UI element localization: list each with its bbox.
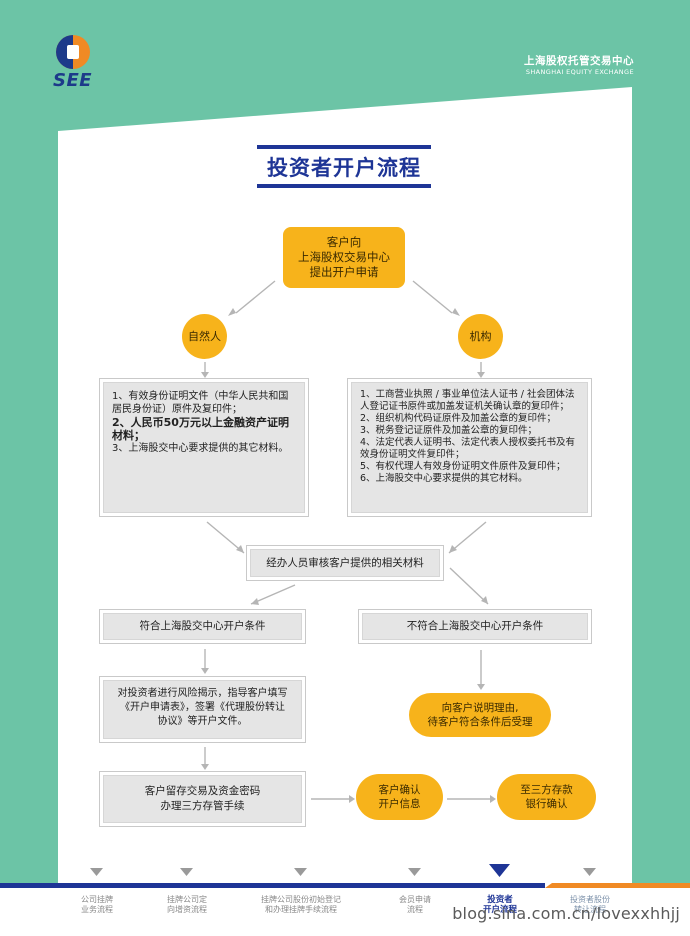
confirm-line: 客户确认: [378, 784, 421, 796]
org-doc-item: 3、税务登记证原件及加盖公章的复印件；: [360, 425, 538, 436]
person-documents-box: 1、有效身份证明文件（中华人民共和国居民身份证）原件及复印件； 2、人民币50万…: [99, 378, 309, 517]
nav-investor-account[interactable]: 投资者 开户流程: [455, 895, 545, 915]
nav-member-application[interactable]: 会员申请 流程: [370, 895, 460, 915]
password-line: 办理三方存管手续: [160, 800, 245, 812]
confirm-account-node: 客户确认 开户信息: [356, 774, 443, 820]
org-doc-item: 2、组织机构代码证原件及加盖公章的复印件；: [360, 413, 557, 424]
nav-label-line: 会员申请: [399, 895, 431, 904]
explain-line: 向客户说明理由,: [441, 702, 519, 714]
start-line: 提出开户申请: [309, 265, 379, 279]
watermark-text: blog.sina.com.cn/lovexxhhjj: [452, 904, 680, 923]
password-line: 客户留存交易及资金密码: [144, 785, 261, 797]
natural-person-node: 自然人: [182, 314, 227, 359]
bank-confirm-node: 至三方存款 银行确认: [497, 774, 596, 820]
person-doc-item: 3、上海股交中心要求提供的其它材料。: [112, 443, 289, 454]
nav-label-line: 挂牌公司股份初始登记: [261, 895, 341, 904]
logo-text: SEE: [53, 70, 93, 91]
nav-capital-increase[interactable]: 挂牌公司定 向增资流程: [142, 895, 232, 915]
nav-listing-process[interactable]: 公司挂牌 业务流程: [52, 895, 142, 915]
nav-label-line: 开户流程: [482, 905, 517, 915]
bank-line: 至三方存款: [520, 784, 573, 796]
person-doc-item: 1、有效身份证明文件（中华人民共和国居民身份证）原件及复印件；: [112, 391, 289, 415]
nav-label-line: 公司挂牌: [81, 895, 113, 904]
org-name-cn: 上海股权托管交易中心: [524, 55, 634, 67]
start-line: 上海股权交易中心: [298, 250, 390, 264]
nav-label-line: 挂牌公司定: [167, 895, 207, 904]
page-title: 投资者开户流程: [267, 156, 421, 180]
confirm-line: 开户信息: [378, 798, 421, 810]
title-rule-top: [257, 145, 431, 149]
nav-label-line: 流程: [407, 905, 423, 914]
nav-label-line: 转让流程: [574, 905, 606, 914]
person-doc-item: 2、人民币50万元以上金融资产证明材料；: [112, 416, 289, 442]
start-line: 客户向: [326, 235, 362, 249]
bank-line: 银行确认: [525, 798, 568, 810]
see-logo-icon: [56, 35, 90, 69]
nav-label-line: 向增资流程: [167, 905, 207, 914]
org-doc-item: 5、有权代理人有效身份证明文件原件及复印件；: [360, 461, 566, 472]
org-name-en: SHANGHAI EQUITY EXCHANGE: [525, 68, 634, 76]
risk-disclosure-box: 对投资者进行风险揭示，指导客户填写《开户申请表》，签署《代理股份转让协议》等开户…: [99, 676, 306, 743]
institution-documents-box: 1、工商营业执照 / 事业单位法人证书 / 社会团体法人登记证书原件或加盖发证机…: [347, 378, 592, 517]
org-doc-item: 1、工商营业执照 / 事业单位法人证书 / 社会团体法人登记证书原件或加盖发证机…: [360, 389, 575, 412]
nav-label-line: 和办理挂牌手续流程: [265, 905, 337, 914]
meets-conditions-box: 符合上海股交中心开户条件: [99, 609, 306, 644]
not-meet-conditions-box: 不符合上海股交中心开户条件: [358, 609, 592, 644]
password-custody-box: 客户留存交易及资金密码 办理三方存管手续: [99, 771, 306, 827]
nav-share-transfer[interactable]: 投资者股份 转让流程: [545, 895, 635, 915]
nav-share-registration[interactable]: 挂牌公司股份初始登记 和办理挂牌手续流程: [245, 895, 357, 915]
nav-label-line: 业务流程: [81, 905, 113, 914]
explain-reason-node: 向客户说明理由, 待客户符合条件后受理: [409, 693, 551, 737]
institution-node: 机构: [458, 314, 503, 359]
title-rule-bottom: [257, 184, 431, 188]
org-doc-item: 4、法定代表人证明书、法定代表人授权委托书及有效身份证明文件复印件；: [360, 437, 576, 460]
org-doc-item: 6、上海股交中心要求提供的其它材料。: [360, 473, 528, 484]
nav-label-line: 投资者股份: [570, 895, 610, 904]
review-materials-box: 经办人员审核客户提供的相关材料: [246, 545, 444, 581]
nav-label-line: 投资者: [487, 895, 513, 905]
start-application-box: 客户向 上海股权交易中心 提出开户申请: [283, 227, 405, 288]
explain-line: 待客户符合条件后受理: [427, 716, 533, 728]
